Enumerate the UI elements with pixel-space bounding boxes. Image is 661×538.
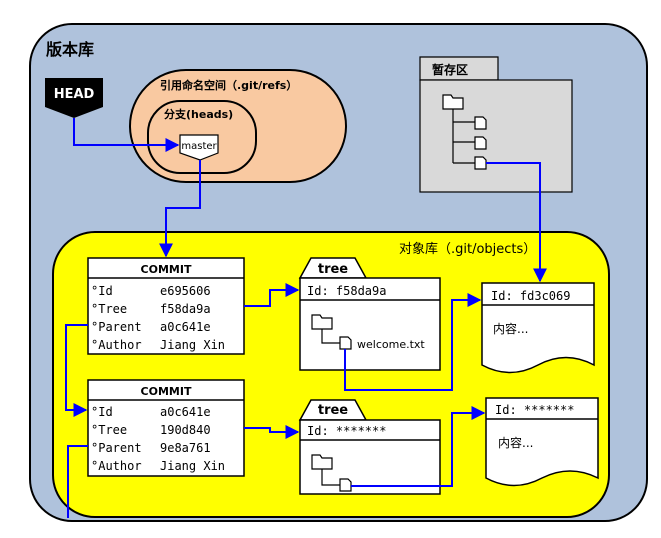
arrow-head-to-master <box>73 118 180 152</box>
file-icon <box>474 156 487 170</box>
arrow-commit-to-tree <box>244 283 300 307</box>
commit-key: Id <box>98 405 112 419</box>
commit-value: a0c641e <box>160 320 211 334</box>
head-ref: HEAD <box>45 78 103 118</box>
master-label: master <box>181 141 217 152</box>
commit-value: e695606 <box>160 284 211 298</box>
svg-text:°Parent: °Parent <box>91 320 142 334</box>
head-label: HEAD <box>54 87 95 102</box>
commit-key: Author <box>98 459 141 473</box>
field-bullet: ° <box>91 284 98 298</box>
blob-content: 内容... <box>498 435 533 450</box>
folder-icon <box>311 314 333 330</box>
svg-text:°Id: °Id <box>91 284 113 298</box>
staging-area: 暂存区 <box>419 56 573 193</box>
commit-value: a0c641e <box>160 405 211 419</box>
tree-tab-label: tree <box>318 262 348 277</box>
svg-text:°Tree: °Tree <box>91 302 127 316</box>
commit-key: Id <box>98 284 112 298</box>
commit-key: Parent <box>98 441 141 455</box>
master-branch: master <box>179 134 219 161</box>
commit-key: Parent <box>98 320 141 334</box>
file-icon <box>474 116 487 130</box>
blob-object: Id: ******* 内容... <box>485 397 599 487</box>
arrow-parent-to-commit <box>65 324 88 417</box>
svg-text:°Parent: °Parent <box>91 441 142 455</box>
commit-key: Tree <box>98 423 127 437</box>
commit-value: Jiang Xin <box>160 459 225 473</box>
svg-text:°Id: °Id <box>91 405 113 419</box>
svg-text:°Tree: °Tree <box>91 423 127 437</box>
blob-id: Id: ******* <box>495 403 574 417</box>
tree-object: tree Id: f58da9a welcome.txt <box>298 257 441 371</box>
tree-id: Id: f58da9a <box>307 284 386 298</box>
commit-value: 190d840 <box>160 423 211 437</box>
arrow-file-to-blob <box>351 406 486 487</box>
tree-tab-label: tree <box>318 403 348 418</box>
commit-key: Author <box>98 338 141 352</box>
file-icon <box>339 478 352 492</box>
commit-value: 9e8a761 <box>160 441 211 455</box>
arrow-parent-continues <box>67 445 88 518</box>
tree-object: tree Id: ******* <box>298 399 441 495</box>
commit-card: COMMIT °Id e695606 °Tree f58da9a °Parent… <box>87 257 245 355</box>
commit-header: COMMIT <box>141 385 192 398</box>
svg-text:°Author: °Author <box>91 459 142 473</box>
heads-title: 分支(heads) <box>164 107 233 121</box>
commit-value: Jiang Xin <box>160 338 225 352</box>
blob-content: 内容... <box>493 321 528 336</box>
commit-header: COMMIT <box>141 263 192 276</box>
tree-entry-name: welcome.txt <box>357 338 425 351</box>
objects-title: 对象库（.git/objects） <box>399 241 536 257</box>
svg-text:°Author: °Author <box>91 338 142 352</box>
blob-id: Id: fd3c069 <box>491 289 570 303</box>
arrow-commit-to-tree <box>244 425 300 439</box>
arrow-file-to-blob <box>344 293 482 391</box>
refs-namespace-title: 引用命名空间（.git/refs） <box>160 78 297 92</box>
repository-title: 版本库 <box>45 40 94 59</box>
arrow-master-to-commit <box>159 160 201 258</box>
file-icon <box>474 136 487 150</box>
commit-value: f58da9a <box>160 302 211 316</box>
tree-id: Id: ******* <box>307 424 386 438</box>
commit-card: COMMIT °Id a0c641e °Tree 190d840 °Parent… <box>87 379 245 477</box>
file-icon <box>339 336 352 350</box>
arrow-staging-to-blob <box>486 162 547 283</box>
staging-title: 暂存区 <box>432 62 468 77</box>
blob-object: Id: fd3c069 内容... <box>481 282 595 374</box>
folder-icon <box>311 454 333 470</box>
folder-icon <box>442 94 464 110</box>
commit-key: Tree <box>98 302 127 316</box>
